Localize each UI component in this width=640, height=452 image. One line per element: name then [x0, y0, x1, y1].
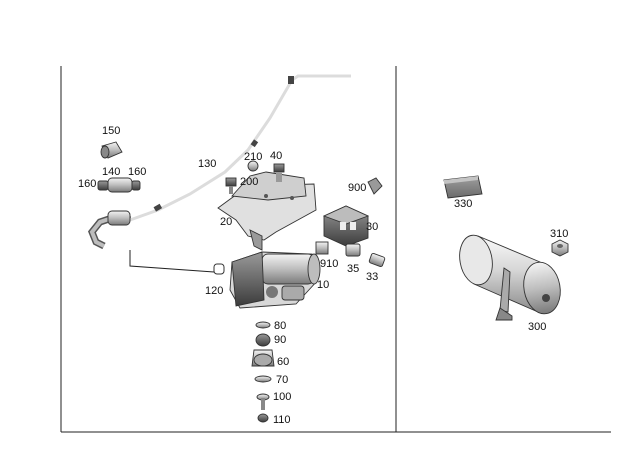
label-120: 120: [205, 285, 223, 297]
label-20: 20: [220, 216, 232, 228]
label-130: 130: [198, 158, 216, 170]
filter-assembly: [87, 141, 141, 250]
label-210: 210: [244, 151, 262, 163]
nut: [551, 239, 569, 257]
label-70: 70: [276, 374, 288, 386]
label-80: 80: [274, 320, 286, 332]
label-100: 100: [273, 391, 291, 403]
label-110: 110: [273, 414, 291, 426]
air-line: [129, 74, 351, 222]
label-900: 900: [348, 182, 366, 194]
label-330: 330: [454, 198, 472, 210]
label-300: 300: [528, 321, 546, 333]
mount-stack: [251, 321, 275, 423]
label-200: 200: [240, 176, 258, 188]
label-60: 60: [277, 356, 289, 368]
label-160-left: 160: [78, 178, 96, 190]
frame: [60, 66, 611, 433]
label-160-right: 160: [128, 166, 146, 178]
relay-unit: [322, 177, 383, 247]
label-33: 33: [366, 271, 378, 283]
air-tank: [459, 234, 561, 321]
fittings: [315, 241, 386, 267]
label-140: 140: [102, 166, 120, 178]
label-910: 910: [320, 258, 338, 270]
pad: [443, 175, 483, 199]
label-150: 150: [102, 125, 120, 137]
label-30: 30: [366, 221, 378, 233]
label-10: 10: [317, 279, 329, 291]
bracket: [217, 160, 317, 251]
label-35: 35: [347, 263, 359, 275]
label-310: 310: [550, 228, 568, 240]
label-90: 90: [274, 334, 286, 346]
compressor: [213, 251, 321, 309]
label-40: 40: [270, 150, 282, 162]
part-labels: 150 140 160 160 130 210 40 200 20 900 30…: [78, 125, 568, 426]
